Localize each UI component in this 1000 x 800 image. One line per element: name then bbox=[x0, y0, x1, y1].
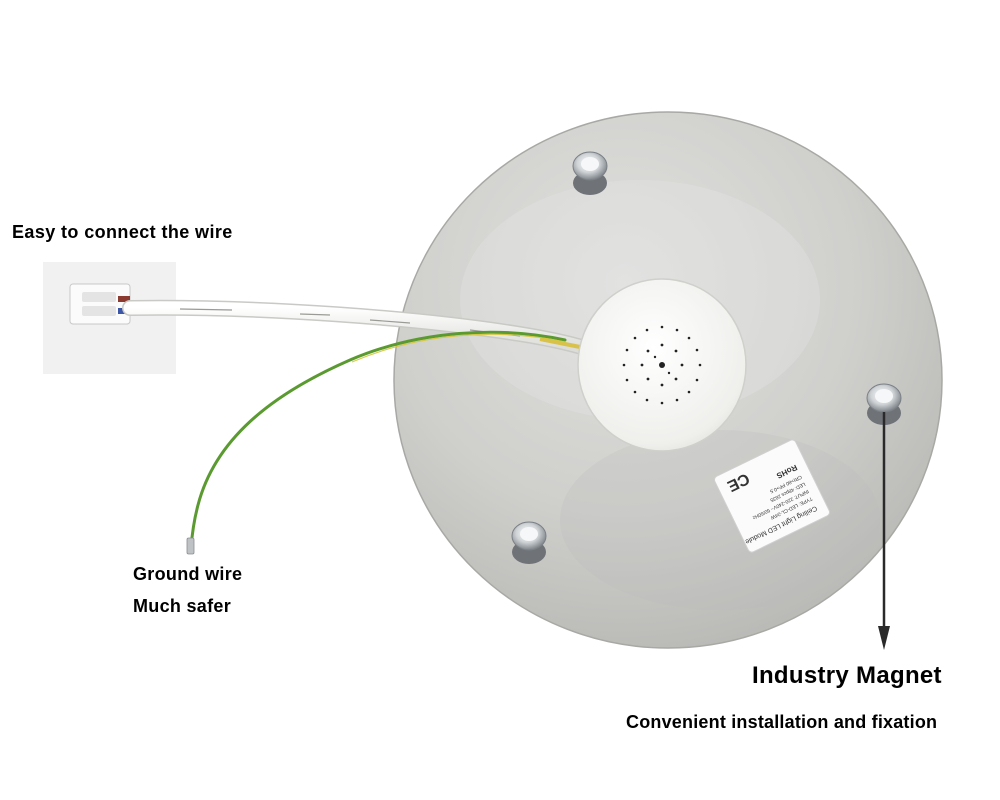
product-sticker: Ceiling Light LED Module TYPE: LED-CL-24… bbox=[713, 439, 831, 553]
magnet-arrow bbox=[878, 412, 890, 650]
connector-photo bbox=[43, 262, 176, 374]
magnet-top bbox=[572, 151, 608, 195]
terminal-hub bbox=[577, 278, 747, 452]
ground-terminal bbox=[186, 537, 195, 555]
ground-wire bbox=[186, 330, 567, 555]
magnet-right bbox=[866, 383, 902, 425]
installation-label: Convenient installation and fixation bbox=[626, 712, 938, 732]
connect-wire-label: Easy to connect the wire bbox=[12, 222, 233, 242]
magnet-bottom bbox=[511, 521, 547, 564]
ground-wire-label: Ground wire bbox=[133, 564, 243, 584]
arrow-head-icon bbox=[878, 626, 890, 650]
industry-magnet-label: Industry Magnet bbox=[752, 662, 942, 689]
much-safer-label: Much safer bbox=[133, 596, 232, 616]
